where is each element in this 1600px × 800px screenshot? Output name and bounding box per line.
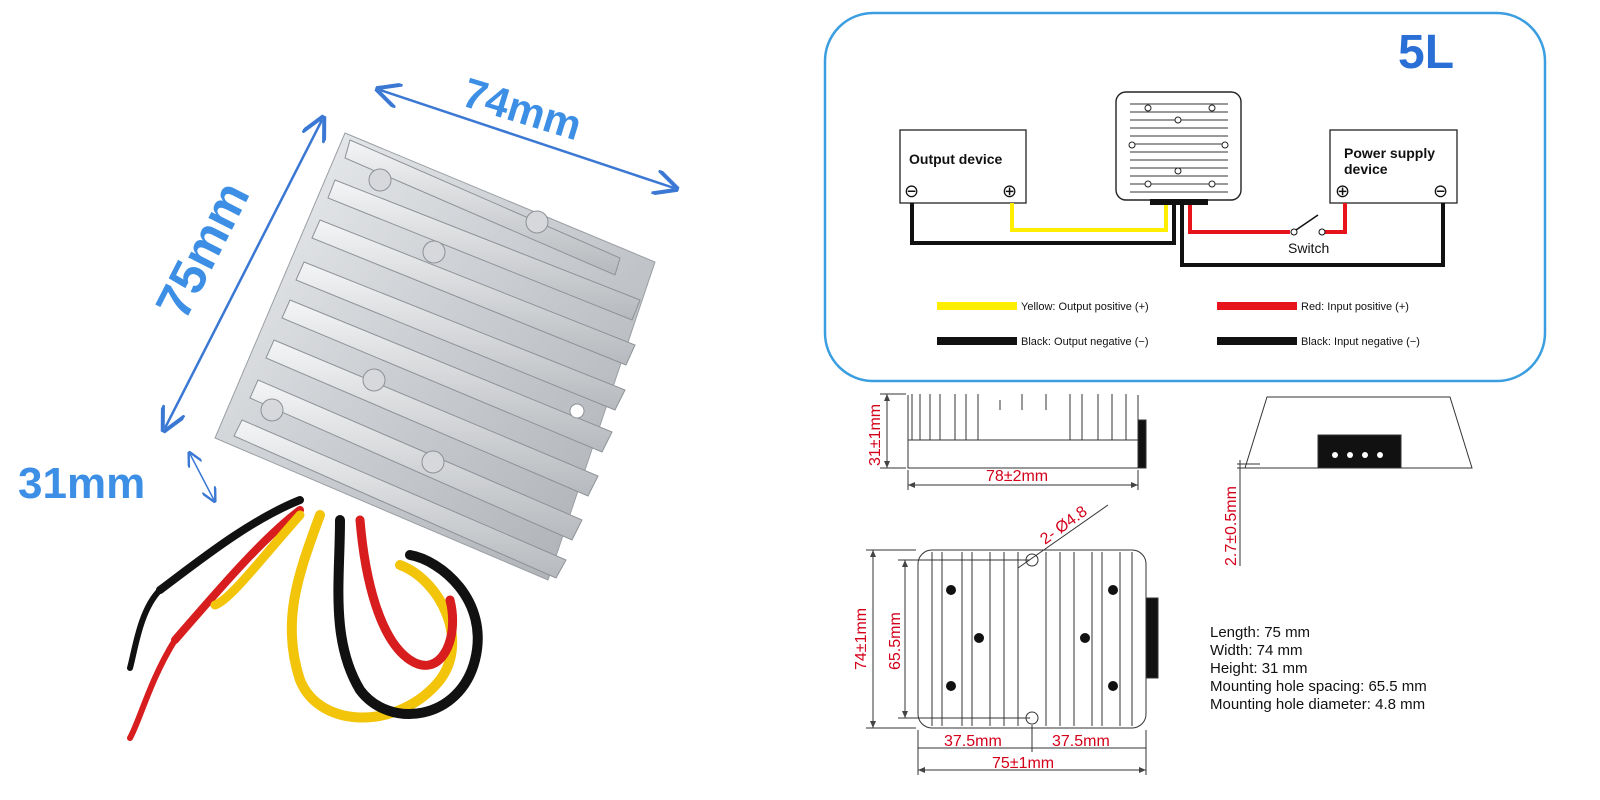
red-supply-wire [1325, 203, 1347, 234]
supply-plus-icon: ⊕ [1335, 181, 1350, 202]
output-device-box: Output device ⊖ ⊕ [899, 129, 1027, 204]
converter-module-icon [1115, 91, 1242, 205]
black-input-wire [1180, 203, 1445, 267]
width-dim-label: 74±1mm [853, 608, 870, 670]
half-right-dim-label: 37.5mm [1052, 733, 1110, 750]
length-dim-label: 75±1mm [992, 755, 1054, 772]
supply-minus-icon: ⊖ [1433, 181, 1448, 202]
spec-height: Height: 31 mm [1210, 660, 1308, 677]
switch-label: Switch [1288, 240, 1329, 256]
black-output-wire [910, 203, 1176, 245]
spec-hole-diameter: Mounting hole diameter: 4.8 mm [1210, 696, 1425, 713]
wire-legend: Yellow: Output positive (+) Red: Input p… [937, 301, 1420, 348]
length-dimension-arrow [165, 120, 322, 428]
wire-bundle [127, 496, 483, 741]
legend-swatch-red [1217, 302, 1297, 310]
side-length-dim-label: 78±2mm [986, 468, 1048, 485]
output-minus-icon: ⊖ [904, 181, 919, 202]
product-photo: 74mm 75mm 31mm [18, 69, 674, 741]
legend-swatch-black-output [937, 337, 1017, 345]
side-view-drawing [880, 393, 1147, 490]
width-dimension-arrow [380, 90, 674, 188]
height-dim-label: 31±1mm [867, 404, 884, 466]
legend-swatch-black-input [1217, 337, 1297, 345]
spec-width: Width: 74 mm [1210, 642, 1303, 659]
wiring-diagram: 5L Output device ⊖ ⊕ [823, 11, 1547, 383]
output-plus-icon: ⊕ [1002, 181, 1017, 202]
legend-black-input-text: Black: Input negative (−) [1301, 336, 1420, 348]
hole-dim-label: 2- Ø4.8 [1037, 503, 1090, 548]
red-input-wire [1188, 205, 1290, 234]
output-device-label: Output device [909, 151, 1003, 167]
height-dimension-arrow [190, 454, 214, 500]
spec-list: Length: 75 mm Width: 74 mm Height: 31 mm… [1210, 624, 1427, 713]
hole-spacing-dim-label: 65.5mm [887, 612, 904, 670]
yellow-output-wire [1010, 203, 1168, 232]
flange-dim-label: 2.7±0.5mm [1223, 486, 1240, 566]
power-supply-box: Power supply device ⊕ ⊖ [1329, 129, 1458, 204]
legend-red-text: Red: Input positive (+) [1301, 301, 1409, 313]
technical-drawings: 31±1mm 78±2mm 2.7±0.5mm [853, 393, 1473, 775]
model-tag: 5L [1398, 26, 1454, 79]
legend-swatch-yellow [937, 302, 1017, 310]
half-left-dim-label: 37.5mm [944, 733, 1002, 750]
legend-black-output-text: Black: Output negative (−) [1021, 336, 1148, 348]
end-view-drawing [1237, 396, 1473, 566]
spec-length: Length: 75 mm [1210, 624, 1310, 641]
length-dimension-label: 75mm [145, 173, 261, 327]
spec-hole-spacing: Mounting hole spacing: 65.5 mm [1210, 678, 1427, 695]
legend-yellow-text: Yellow: Output positive (+) [1021, 301, 1149, 313]
power-supply-label-line1: Power supply [1344, 145, 1435, 161]
switch-icon [1290, 214, 1326, 236]
height-dimension-label: 31mm [18, 459, 145, 508]
power-supply-label-line2: device [1344, 161, 1388, 177]
top-view-drawing [866, 504, 1159, 775]
